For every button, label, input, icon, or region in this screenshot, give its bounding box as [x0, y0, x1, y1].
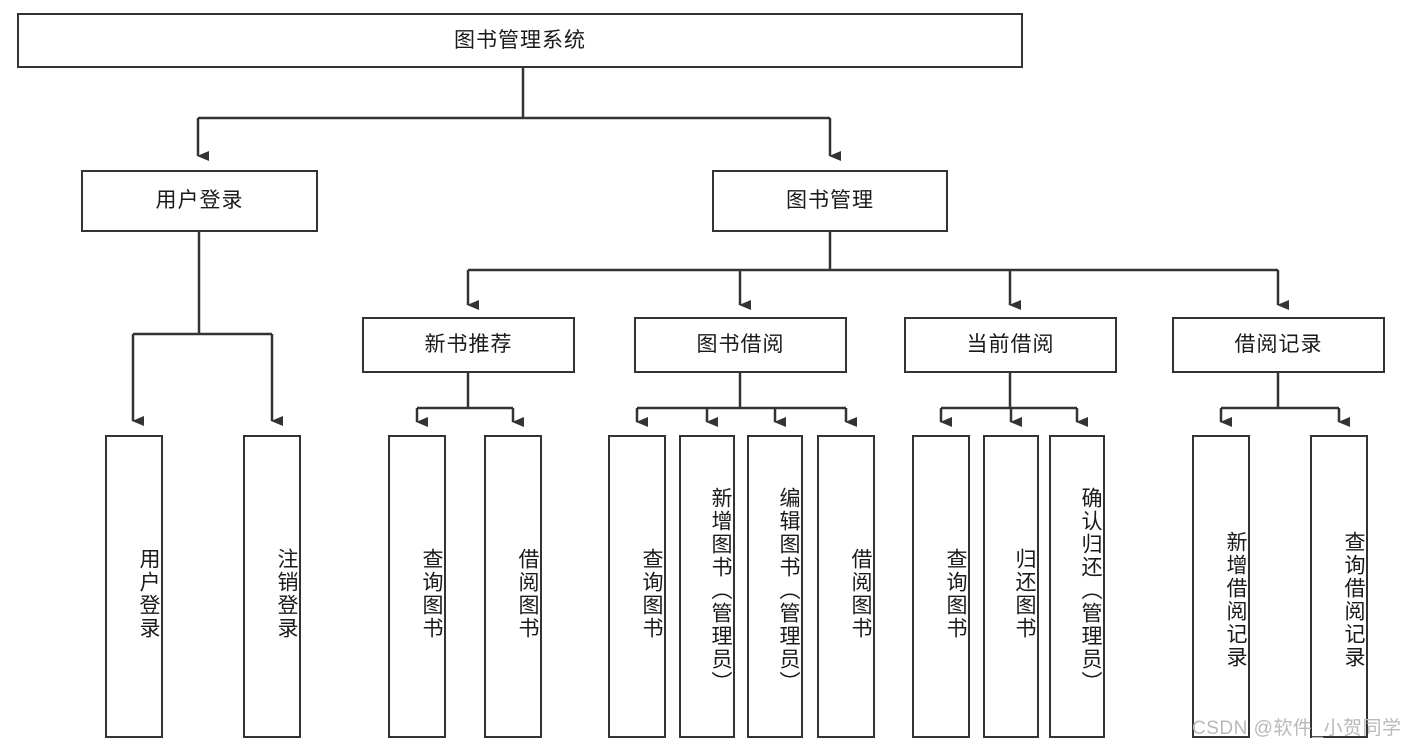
node-leaf-user-login[interactable]: 用户登录: [105, 435, 163, 738]
node-book-manage-label: 图书管理: [786, 189, 874, 213]
node-leaf-query-book-3[interactable]: 查询图书: [912, 435, 970, 738]
node-leaf-borrow-book-2-label: 借阅图书: [849, 547, 872, 640]
node-current-borrow[interactable]: 当前借阅: [904, 317, 1117, 373]
node-leaf-borrow-book-2[interactable]: 借阅图书: [817, 435, 875, 738]
node-leaf-add-book[interactable]: 新增图书（管理员）: [679, 435, 735, 738]
node-leaf-add-record-label: 新增借阅记录: [1224, 530, 1247, 669]
node-leaf-user-login-label: 用户登录: [137, 547, 160, 640]
node-current-borrow-label: 当前借阅: [966, 333, 1055, 357]
node-book-borrow[interactable]: 图书借阅: [634, 317, 847, 373]
node-new-book-recommend-label: 新书推荐: [424, 333, 513, 357]
node-leaf-edit-book-label: 编辑图书（管理员）: [777, 487, 800, 694]
node-leaf-confirm-return[interactable]: 确认归还（管理员）: [1049, 435, 1105, 738]
node-leaf-user-logout[interactable]: 注销登录: [243, 435, 301, 738]
node-leaf-add-record[interactable]: 新增借阅记录: [1192, 435, 1250, 738]
node-leaf-query-book-2-label: 查询图书: [640, 547, 663, 640]
node-leaf-borrow-book-1[interactable]: 借阅图书: [484, 435, 542, 738]
node-leaf-query-book-1-label: 查询图书: [420, 547, 443, 640]
node-root[interactable]: 图书管理系统: [17, 13, 1023, 68]
node-book-manage[interactable]: 图书管理: [712, 170, 948, 232]
node-leaf-add-book-label: 新增图书（管理员）: [709, 487, 732, 694]
node-leaf-query-book-2[interactable]: 查询图书: [608, 435, 666, 738]
node-root-label: 图书管理系统: [454, 28, 586, 52]
node-leaf-query-book-1[interactable]: 查询图书: [388, 435, 446, 738]
node-user-login-label: 用户登录: [155, 189, 244, 213]
node-leaf-borrow-book-1-label: 借阅图书: [516, 547, 539, 640]
node-new-book-recommend[interactable]: 新书推荐: [362, 317, 575, 373]
node-leaf-edit-book[interactable]: 编辑图书（管理员）: [747, 435, 803, 738]
node-leaf-return-book[interactable]: 归还图书: [983, 435, 1039, 738]
node-borrow-record-label: 借阅记录: [1234, 333, 1323, 357]
node-borrow-record[interactable]: 借阅记录: [1172, 317, 1385, 373]
node-leaf-query-record[interactable]: 查询借阅记录: [1310, 435, 1368, 738]
node-leaf-query-record-label: 查询借阅记录: [1342, 530, 1365, 669]
node-leaf-return-book-label: 归还图书: [1013, 547, 1036, 640]
node-leaf-confirm-return-label: 确认归还（管理员）: [1079, 487, 1102, 694]
csdn-watermark: CSDN @软件_小贺同学: [1192, 718, 1402, 739]
node-leaf-query-book-3-label: 查询图书: [944, 547, 967, 640]
node-leaf-user-logout-label: 注销登录: [275, 547, 298, 640]
node-book-borrow-label: 图书借阅: [696, 333, 785, 357]
node-user-login[interactable]: 用户登录: [81, 170, 318, 232]
